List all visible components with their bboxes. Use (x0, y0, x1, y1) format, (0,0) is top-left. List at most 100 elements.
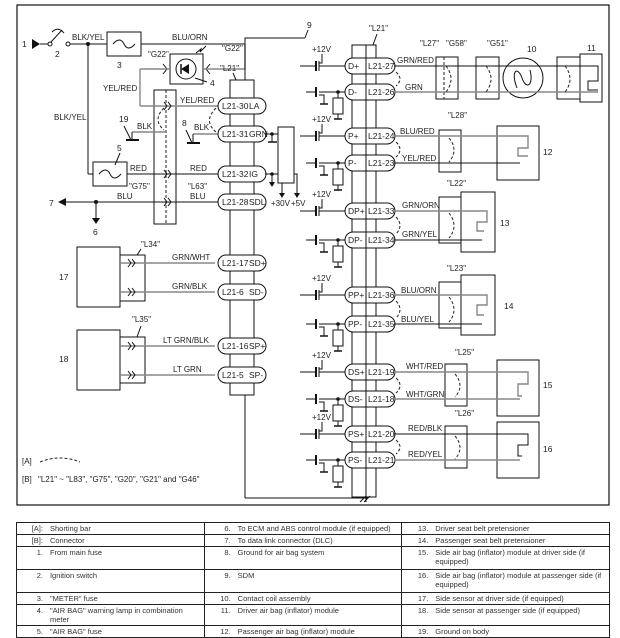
legend-number: 12. (203, 625, 234, 638)
side-sensor-driver (76, 246, 121, 308)
wire-label: BLK (194, 123, 210, 132)
pin-id: L21-21 (368, 455, 395, 465)
callout-16: 16 (543, 444, 553, 454)
pin-signal: DP+ (348, 206, 365, 216)
connector-l28 (438, 129, 462, 173)
connector-label: "L26" (455, 409, 474, 418)
voltage-label: +12V (312, 274, 332, 283)
legend-number: 14. (401, 534, 432, 547)
legend-text: SDM (233, 569, 403, 593)
pin-signal: SD- (249, 287, 264, 297)
voltage-label: +12V (312, 115, 332, 124)
connector-label: "L27" (420, 39, 439, 48)
callout-4: 4 (210, 78, 215, 88)
callout-10: 10 (527, 44, 537, 54)
callout-5: 5 (117, 143, 122, 153)
pin-signal: GRN (249, 129, 268, 139)
pin-signal: SP+ (249, 341, 265, 351)
legend-number: 4. (15, 604, 46, 626)
pin-id: L21-5 (222, 370, 244, 380)
legend-text: Ignition switch (45, 569, 205, 593)
pin-id: L21-34 (368, 235, 395, 245)
pin-signal: SP- (249, 370, 263, 380)
shorting-bar-symbol (39, 457, 81, 463)
wire-label: BLU/ORN (401, 286, 437, 295)
callout-9: 9 (307, 20, 312, 30)
wire-label: YEL/RED (180, 96, 214, 105)
callout-7: 7 (49, 198, 54, 208)
pin-signal: D- (348, 87, 357, 97)
callout-13: 13 (500, 218, 510, 228)
to-ecm-arrow-icon (92, 218, 100, 224)
diagram-frame (16, 4, 610, 506)
from-main-fuse-arrow-icon (32, 39, 40, 49)
legend-text: "AIR BAG" fuse (45, 625, 205, 638)
legend-text: From main fuse (45, 546, 205, 570)
legend-text: Driver air bag (inflator) module (233, 604, 403, 626)
sdm-pin-right: PS+L21-20 (300, 422, 396, 443)
legend-number: 1. (15, 546, 46, 570)
connector-label: "L23" (447, 264, 466, 273)
connector-l26 (444, 425, 468, 469)
wire-label: GRN (405, 83, 423, 92)
connector-label: "L35" (132, 315, 151, 324)
to-dlc-arrow-icon (58, 198, 66, 206)
wire-label: WHT/GRN (406, 390, 444, 399)
connector-label: "L63" (188, 182, 207, 191)
wire-label: YEL/RED (402, 154, 436, 163)
callout-8: 8 (182, 118, 187, 128)
wire-label: RED (130, 164, 147, 173)
connector-label: "G58" (446, 39, 467, 48)
legend-number: 7. (203, 534, 234, 547)
voltage-label: +12V (312, 413, 332, 422)
pin-id: L21-32 (222, 169, 249, 179)
legend-number: 16. (401, 569, 432, 593)
pin-outline (217, 97, 267, 115)
sdm-pin-left: L21-5 SP- (217, 366, 267, 384)
connector-l34 (119, 254, 146, 302)
pin-outline (217, 283, 267, 301)
sdm-pin-right: DP+L21-33 (300, 199, 396, 220)
legend-number: 15. (401, 546, 432, 570)
legend-text: Shorting bar (45, 522, 205, 535)
sdm-pin-right: PS-L21-21 (306, 451, 396, 488)
lamp-icon (175, 58, 197, 80)
voltage-label: +12V (312, 190, 332, 199)
sdm-pin-left: L21-6 SD- (217, 283, 267, 301)
resistor-icon (332, 97, 344, 115)
legend-text: Ground on body (431, 625, 611, 638)
ignition-switch-lever (50, 29, 63, 43)
callout-17: 17 (59, 272, 69, 282)
wire-label: BLU/RED (400, 127, 435, 136)
callout-2: 2 (55, 49, 60, 59)
pin-id: L21-16 (222, 341, 249, 351)
legend-number: 3. (15, 592, 46, 605)
pin-outline (217, 193, 267, 211)
callout-6: 6 (93, 227, 98, 237)
connector-label: "G22" (222, 44, 243, 53)
sdm-pin-right: PP+L21-36 (300, 283, 396, 304)
pin-signal: D+ (348, 61, 359, 71)
pin-id: L21-33 (368, 206, 395, 216)
voltage-label: +12V (312, 45, 332, 54)
callout-15: 15 (543, 380, 553, 390)
note-b-text: "L21" ~ "L83", "G75", "G20", "G21" and "… (38, 475, 200, 484)
sdm-pin-right: P-L21-23 (306, 154, 396, 191)
pin-signal: P- (348, 158, 357, 168)
legend-text: Passenger air bag (inflator) module (233, 625, 403, 638)
legend-text: Ground for air bag system (233, 546, 403, 570)
pin-id: L21-6 (222, 287, 244, 297)
wire-label: GRN/BLK (172, 282, 208, 291)
legend-text: To ECM and ABS control module (if equipp… (233, 522, 403, 535)
connector-l27-g58 (435, 56, 459, 100)
voltage-label: +30V (271, 199, 291, 208)
wire-label: LT GRN/BLK (163, 336, 210, 345)
pin-signal: DP- (348, 235, 363, 245)
